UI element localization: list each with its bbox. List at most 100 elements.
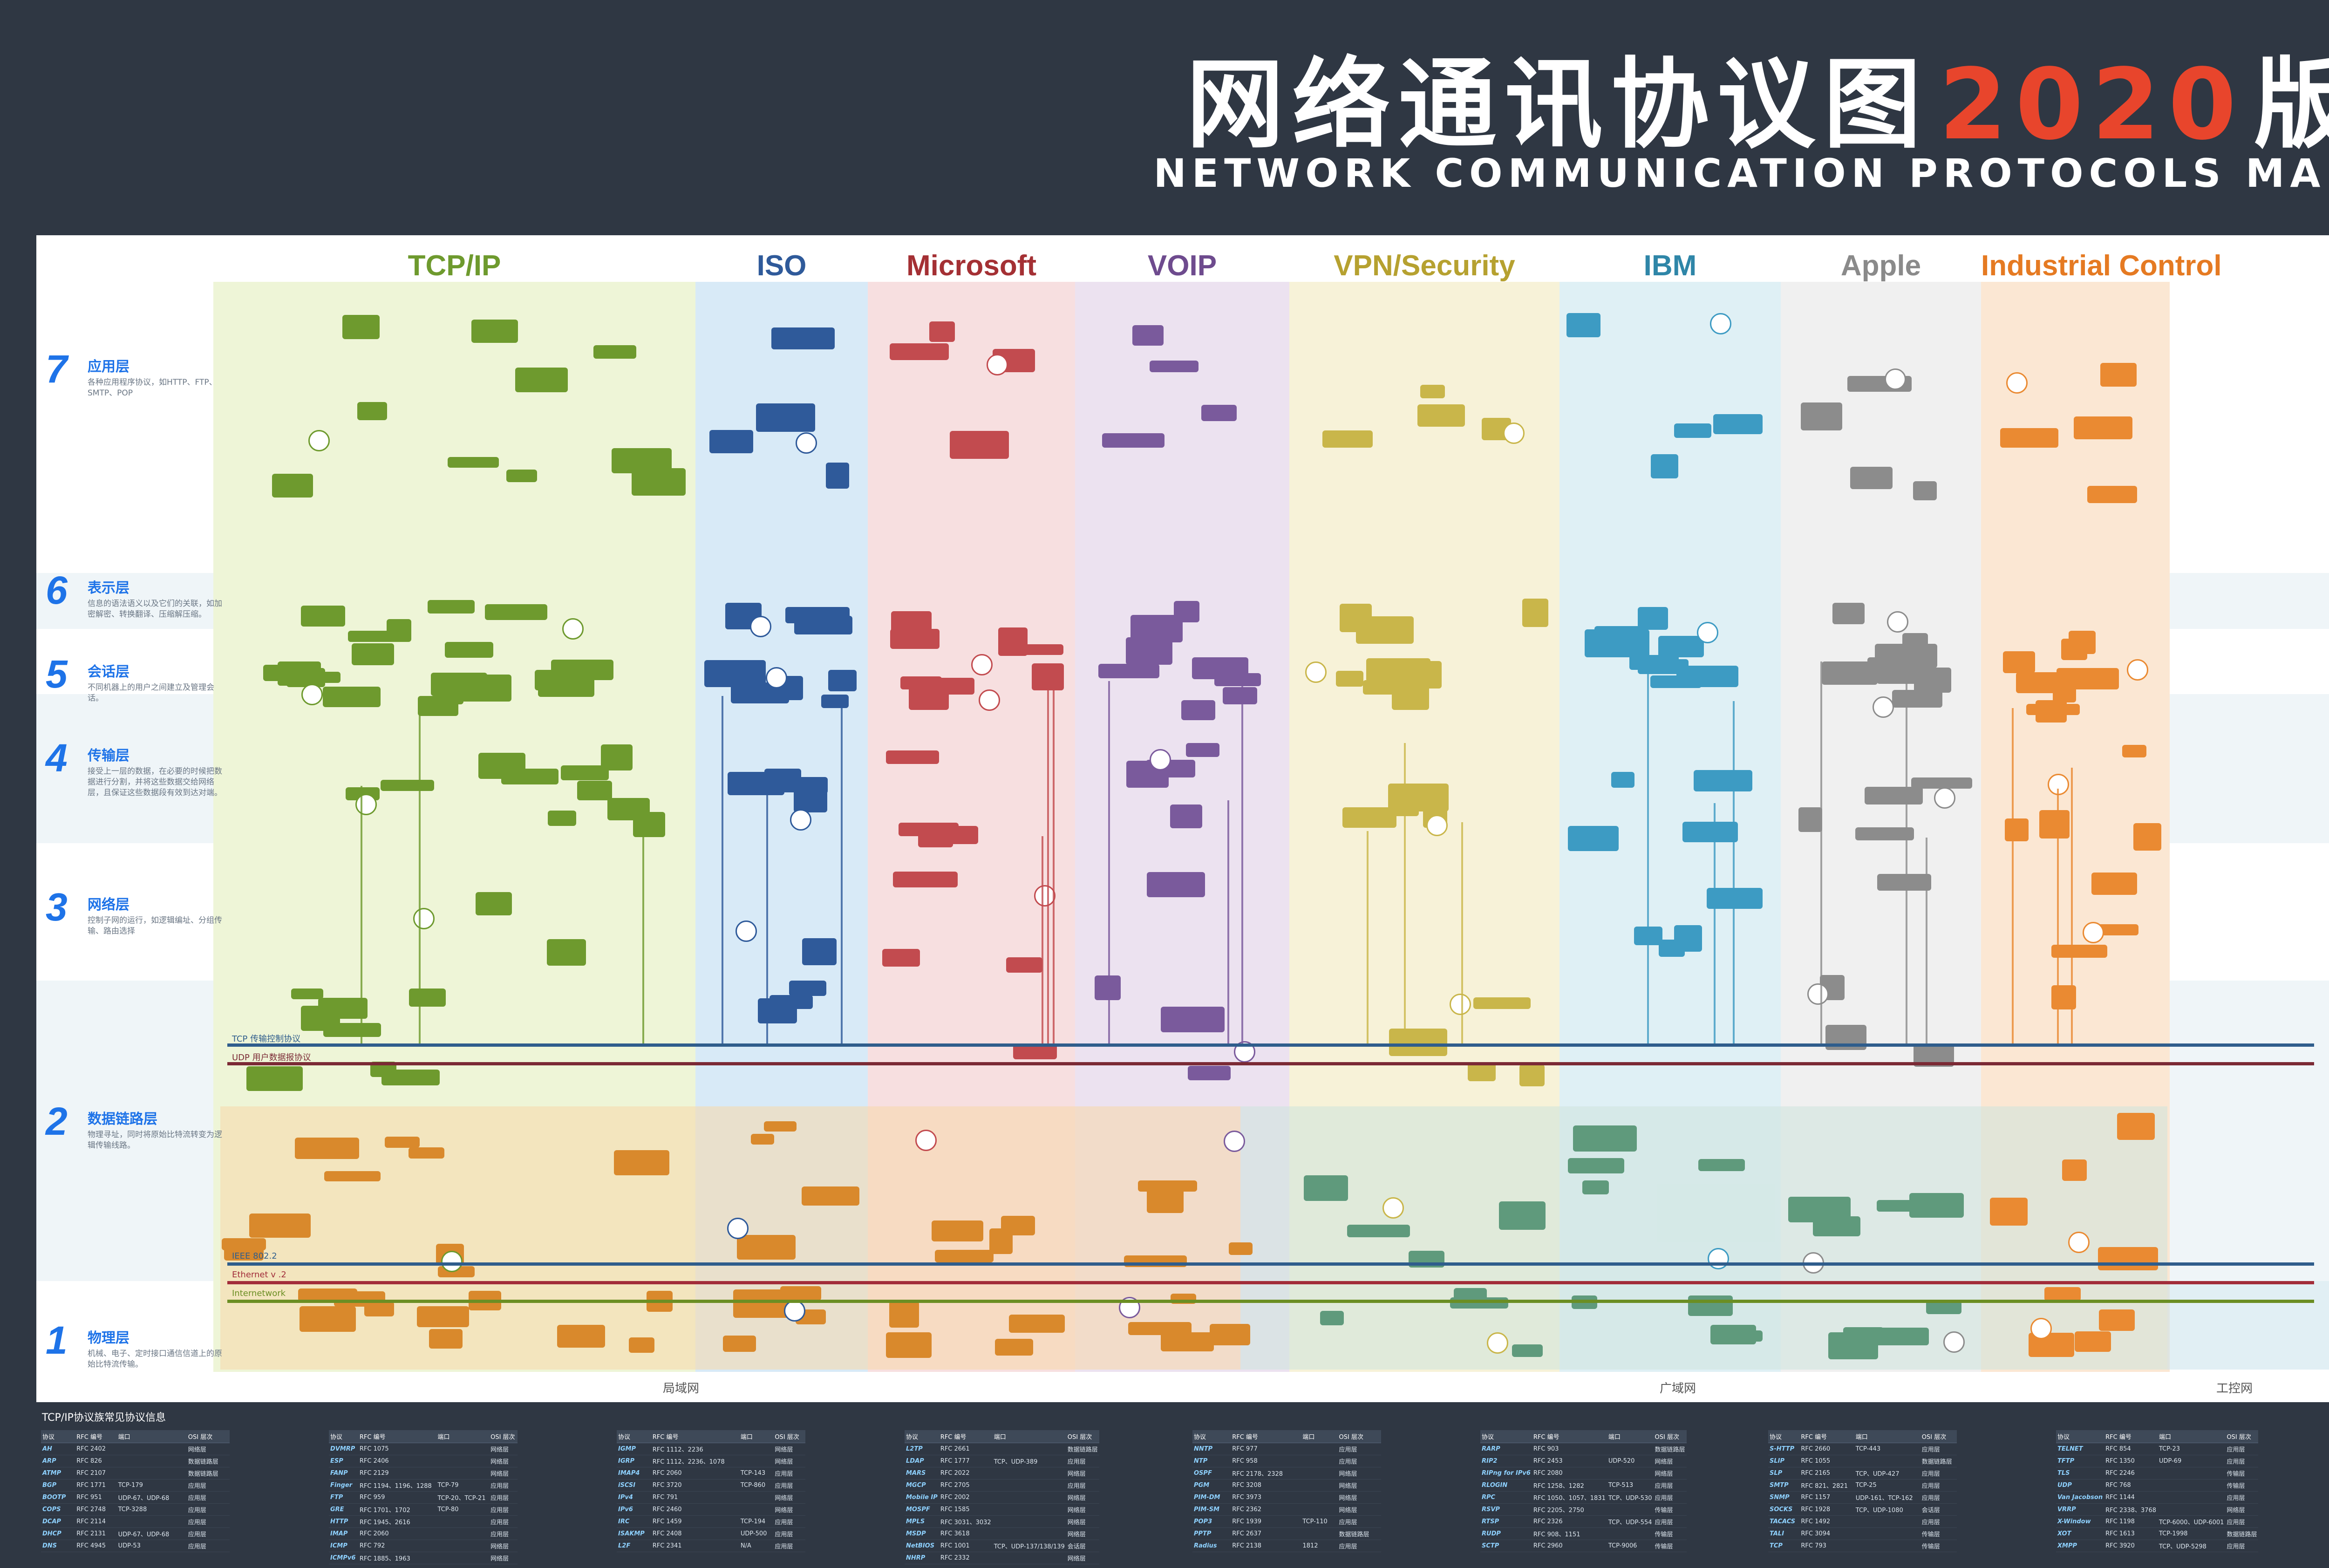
osi-layer-cell: 应用层	[1337, 1540, 1381, 1552]
protocol-cell: TFTP	[2056, 1455, 2104, 1467]
connector-line	[2057, 789, 2059, 1043]
protocol-box	[802, 938, 837, 965]
table-header: RFC 编号	[75, 1430, 117, 1443]
protocol-box	[501, 769, 558, 784]
protocol-node-circle	[2127, 659, 2148, 681]
protocol-cell: Radius	[1192, 1540, 1231, 1552]
protocol-box	[882, 949, 920, 967]
port-cell	[1301, 1503, 1338, 1516]
rfc-cell: RFC 1198	[2104, 1515, 2158, 1528]
rfc-cell: RFC 1157	[1799, 1491, 1854, 1504]
port-cell	[739, 1455, 774, 1467]
protocol-box	[1347, 1225, 1410, 1237]
port-cell: TCP-20、TCP-21	[436, 1491, 490, 1504]
protocol-node-circle	[727, 1218, 749, 1239]
port-cell	[436, 1443, 490, 1455]
rfc-cell: RFC 1112、2236	[651, 1443, 739, 1455]
port-cell: UDP-67、UDP-68	[116, 1527, 187, 1540]
port-cell: TCP-79	[436, 1479, 490, 1492]
protocol-box	[1566, 313, 1600, 337]
osi-layer-cell: 应用层	[186, 1491, 230, 1504]
protocol-box	[1902, 633, 1928, 648]
osi-layer-cell: 应用层	[1920, 1491, 1957, 1504]
protocol-box	[1990, 1198, 2028, 1226]
rfc-cell: RFC 3208	[1231, 1479, 1301, 1492]
protocol-box	[886, 750, 939, 764]
protocol-box	[2117, 1113, 2155, 1140]
protocol-node-circle	[2030, 1318, 2052, 1339]
table-header: RFC 编号	[1799, 1430, 1854, 1443]
port-cell	[436, 1540, 490, 1552]
connector-line	[1227, 800, 1229, 1043]
osi-layer-cell: 应用层	[1920, 1467, 1957, 1479]
protocol-box	[1658, 636, 1704, 657]
protocol-node-circle	[1450, 994, 1471, 1015]
protocol-box	[1420, 385, 1445, 398]
osi-layer-cell: 网络层	[1653, 1467, 1687, 1479]
protocol-box	[1336, 671, 1363, 687]
protocol-node-circle	[1426, 815, 1448, 836]
layer-number: 4	[46, 736, 68, 780]
column-title: Apple	[1840, 250, 1921, 282]
lan-region	[220, 1106, 1240, 1370]
protocol-box	[928, 826, 978, 844]
table-header: 端口	[739, 1430, 774, 1443]
layer-number: 1	[46, 1318, 68, 1362]
protocol-box	[995, 1339, 1033, 1356]
protocol-box	[929, 321, 955, 342]
rfc-cell: RFC 2129	[358, 1467, 436, 1479]
osi-layer-cell: 应用层	[489, 1503, 518, 1516]
osi-layer-cell: 应用层	[1653, 1479, 1687, 1492]
protocol-box	[222, 1238, 266, 1250]
protocol-cell: PGM	[1192, 1479, 1231, 1492]
osi-layer-cell: 网络层	[773, 1491, 805, 1504]
port-cell: TCP-1998	[2157, 1527, 2226, 1540]
rfc-cell: RFC 908、1151	[1532, 1527, 1607, 1540]
protocol-box	[538, 677, 594, 697]
port-cell	[1301, 1491, 1338, 1504]
protocol-box	[1417, 404, 1465, 427]
protocol-cell: FANP	[329, 1467, 358, 1479]
protocol-box	[1150, 361, 1199, 372]
port-cell	[2157, 1491, 2226, 1504]
protocol-cell: NetBIOS	[905, 1540, 939, 1552]
protocol-box	[2091, 873, 2137, 895]
port-cell	[1607, 1443, 1654, 1455]
protocol-node-circle	[2006, 372, 2028, 394]
layer-description: 机械、电子、定时接口通信信道上的原始比特流传输。	[88, 1349, 222, 1369]
osi-layer-cell: 应用层	[1066, 1455, 1099, 1467]
osi-layer-cell: 网络层	[489, 1467, 518, 1479]
bus-line-label: TCP 传输控制协议	[232, 1034, 301, 1044]
rfc-cell: RFC 3094	[1799, 1527, 1854, 1540]
protocol-cell: RUDP	[1480, 1527, 1532, 1540]
protocol-box	[428, 600, 475, 614]
layer-name: 数据链路层	[88, 1111, 157, 1127]
protocol-node-circle	[1697, 622, 1718, 643]
protocol-cell: SCTP	[1480, 1540, 1532, 1552]
protocol-box	[1320, 1311, 1344, 1325]
protocol-node-circle	[790, 809, 811, 831]
protocol-box	[429, 1329, 463, 1349]
protocol-box	[295, 1138, 359, 1159]
protocol-box	[2005, 818, 2029, 841]
protocol-box	[2133, 823, 2161, 851]
protocol-box	[950, 431, 1009, 459]
rfc-cell: RFC 792	[358, 1540, 436, 1552]
osi-layer-cell: 应用层	[773, 1527, 805, 1540]
protocol-box	[2053, 680, 2076, 702]
rfc-cell: RFC 1001	[939, 1540, 993, 1552]
protocol-box	[385, 1137, 420, 1148]
